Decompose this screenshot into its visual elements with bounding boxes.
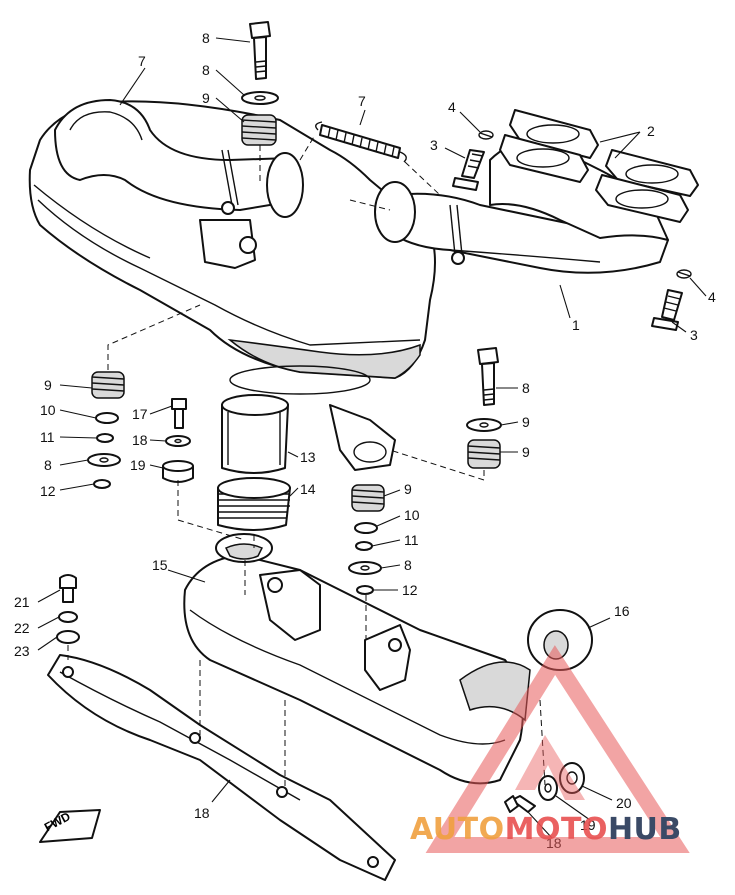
watermark-logo xyxy=(425,645,690,853)
callout-10-left: 10 xyxy=(40,402,56,418)
watermark-brand: AUTOMOTOHUB xyxy=(410,812,682,847)
right-collar-20 xyxy=(559,762,585,794)
callout-20-right: 20 xyxy=(616,795,632,811)
left-stack xyxy=(87,371,125,489)
top-damper-spring xyxy=(241,114,277,146)
bolt-21 xyxy=(59,574,77,603)
callout-8-top: 8 xyxy=(202,62,210,78)
bracket-hole xyxy=(239,236,257,254)
callout-12-center: 12 xyxy=(402,582,418,598)
sleeve-13 xyxy=(221,394,289,474)
callout-11-left: 11 xyxy=(40,429,55,445)
callout-23: 23 xyxy=(14,643,30,659)
callout-14: 14 xyxy=(300,481,316,497)
callout-9-left: 9 xyxy=(44,377,52,393)
callout-22: 22 xyxy=(14,620,30,636)
assembly-lines xyxy=(67,134,546,790)
callout-1: 1 xyxy=(572,317,580,333)
right-small-bolt-18 xyxy=(504,795,536,813)
top-bolt xyxy=(249,21,271,80)
callout-4-lower: 4 xyxy=(708,289,716,305)
callout-17: 18 xyxy=(194,805,210,821)
exhaust-end-plate-16 xyxy=(527,609,593,671)
callout-9-right: 9 xyxy=(522,444,530,460)
callout-21: 21 xyxy=(14,594,30,610)
callout-13: 13 xyxy=(300,449,316,465)
callout-7-right: 8 xyxy=(522,380,530,396)
washer-22 xyxy=(58,611,78,623)
callout-9-top: 9 xyxy=(202,90,210,106)
callout-15: 15 xyxy=(152,557,168,573)
gaskets xyxy=(499,109,699,223)
manifold-bolt-lower xyxy=(651,289,683,331)
callout-6: 7 xyxy=(358,93,366,109)
callout-12-left: 12 xyxy=(40,483,56,499)
upper-bracket xyxy=(199,219,256,269)
top-washer xyxy=(241,91,279,105)
callout-8-center: 8 xyxy=(404,557,412,573)
left-washer-19 xyxy=(165,435,191,447)
right-bolt xyxy=(466,347,502,469)
callout-18-left: 17 xyxy=(132,406,148,422)
lock-washer-upper xyxy=(478,130,494,140)
lock-washer-lower xyxy=(676,269,692,279)
manifold-bolt-upper xyxy=(452,149,485,191)
callout-8-left: 8 xyxy=(44,457,52,473)
muffler-mount-tab xyxy=(329,404,396,471)
callout-3-lower: 3 xyxy=(690,327,698,343)
inlet-pipe xyxy=(54,99,304,218)
callout-numbers: 8 8 9 7 7 4 3 2 4 3 1 9 10 11 8 12 17 18… xyxy=(14,30,716,851)
brand-moto: MOTO xyxy=(504,812,608,847)
callout-5: 7 xyxy=(138,53,146,69)
callout-7-top: 8 xyxy=(202,30,210,46)
lower-heat-shield xyxy=(47,654,396,881)
brand-hub: HUB xyxy=(607,812,682,847)
callout-9-center: 9 xyxy=(404,481,412,497)
callout-8-right: 9 xyxy=(522,414,530,430)
brand-auto: AUTO xyxy=(410,812,505,847)
lower-muffler xyxy=(183,533,531,785)
left-collar-20 xyxy=(162,460,194,483)
center-stack xyxy=(348,484,385,595)
callout-10-center: 10 xyxy=(404,507,420,523)
callout-16: 16 xyxy=(614,603,630,619)
callout-2: 2 xyxy=(647,123,655,139)
callout-4-upper: 4 xyxy=(448,99,456,115)
callout-20-left: 19 xyxy=(130,457,146,473)
callout-11-center: 11 xyxy=(404,532,419,548)
washer-23 xyxy=(56,630,80,644)
callout-19-left: 18 xyxy=(132,432,148,448)
right-washer-19 xyxy=(538,775,558,801)
callout-19-right: 19 xyxy=(580,817,596,833)
leader-lines xyxy=(37,37,707,839)
bellows-14 xyxy=(217,477,291,531)
fwd-arrow xyxy=(39,809,101,843)
left-small-bolt xyxy=(171,398,187,429)
callout-3-upper: 3 xyxy=(430,137,438,153)
tension-spring xyxy=(315,121,407,163)
